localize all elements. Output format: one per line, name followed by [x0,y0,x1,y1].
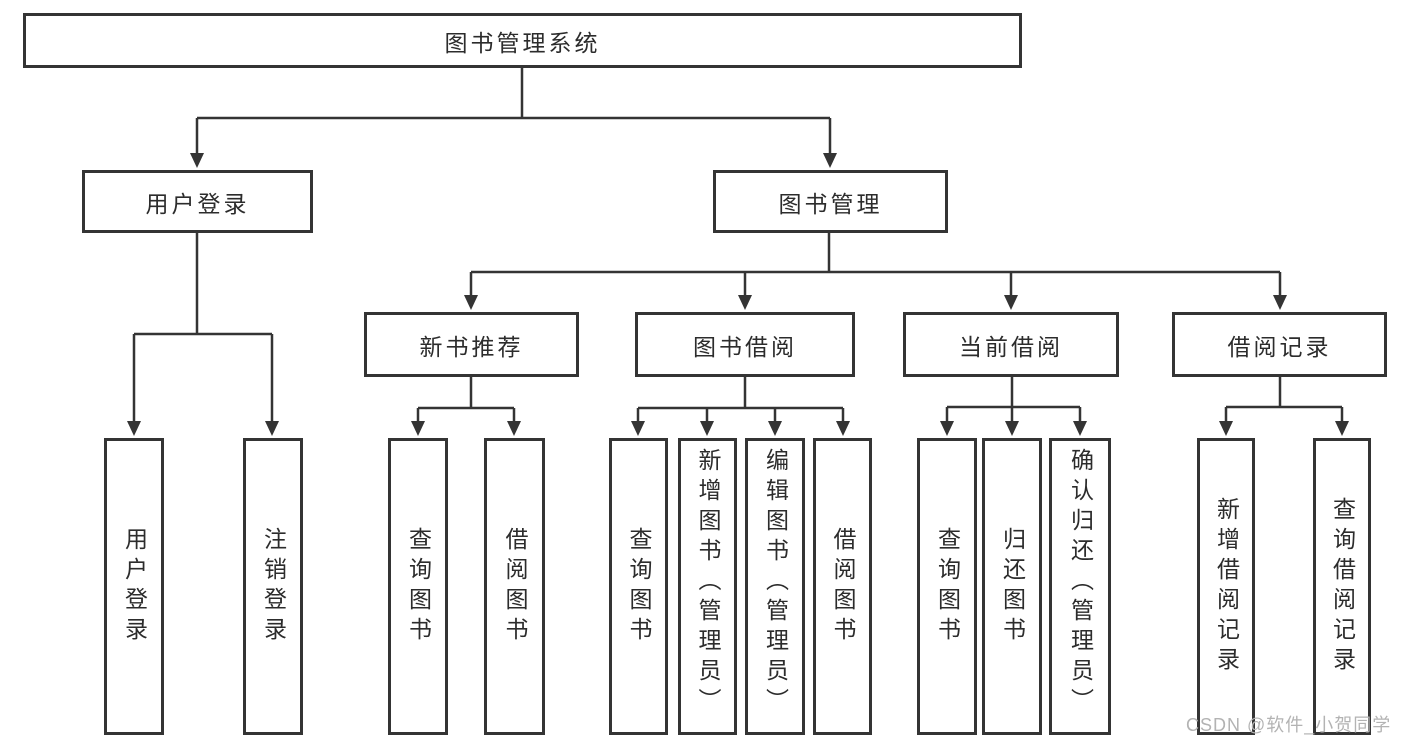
node-book-borrowing: 图书借阅 [635,312,855,377]
node-label: 编辑图书（管理员） [762,448,789,718]
connector-current-borrowing [945,377,1082,423]
node-label: 新增图书（管理员） [695,448,721,718]
leaf-return-books: 归还图书 [982,438,1042,735]
connector-borrowing-records [1224,377,1344,423]
node-label: 当前借阅 [959,333,1063,360]
leaf-query-books-recommend: 查询图书 [388,438,448,735]
leaf-add-books-admin: 新增图书（管理员） [678,438,737,735]
node-book-management: 图书管理 [713,170,948,233]
node-library-management-system: 图书管理系统 [23,13,1022,68]
connector-root [195,68,832,154]
node-label: 图书管理系统 [444,29,601,56]
node-label: 借阅记录 [1227,333,1332,360]
node-label: 用户登录 [121,526,148,647]
leaf-edit-books-admin: 编辑图书（管理员） [745,438,805,735]
node-label: 查询借阅记录 [1329,496,1356,677]
node-label: 图书管理 [778,190,883,217]
node-label: 确认归还（管理员） [1067,448,1094,718]
connector-new-book-recommend [416,377,516,423]
node-current-borrowing: 当前借阅 [903,312,1119,377]
node-label: 查询图书 [934,526,961,647]
arrowheads [127,153,1349,436]
node-label: 借阅图书 [830,526,856,647]
leaf-query-borrowing-record: 查询借阅记录 [1313,438,1371,735]
leaf-query-books-borrowing: 查询图书 [609,438,668,735]
csdn-watermark: CSDN @软件_小贺同学 [1186,715,1392,735]
leaf-borrow-books-recommend: 借阅图书 [484,438,545,735]
node-label: 查询图书 [626,526,652,647]
connector-book-borrowing [636,377,845,423]
node-user-login: 用户登录 [82,170,313,233]
leaf-user-login: 用户登录 [104,438,164,735]
leaf-logout-login: 注销登录 [243,438,303,735]
node-label: 注销登录 [260,526,287,647]
connector-book-management [469,233,1282,297]
node-borrowing-records: 借阅记录 [1172,312,1387,377]
node-label: 用户登录 [145,190,250,217]
node-label: 归还图书 [999,526,1026,647]
connector-user-login [132,233,274,423]
node-label: 新书推荐 [419,333,524,360]
node-label: 图书借阅 [693,333,797,360]
leaf-query-books-current: 查询图书 [917,438,977,735]
leaf-confirm-return-admin: 确认归还（管理员） [1049,438,1111,735]
node-label: 查询图书 [405,526,432,647]
leaf-add-borrowing-record: 新增借阅记录 [1197,438,1255,735]
node-new-book-recommend: 新书推荐 [364,312,579,377]
leaf-borrow-books-borrowing: 借阅图书 [813,438,872,735]
node-label: 新增借阅记录 [1213,496,1240,677]
node-label: 借阅图书 [502,526,528,647]
